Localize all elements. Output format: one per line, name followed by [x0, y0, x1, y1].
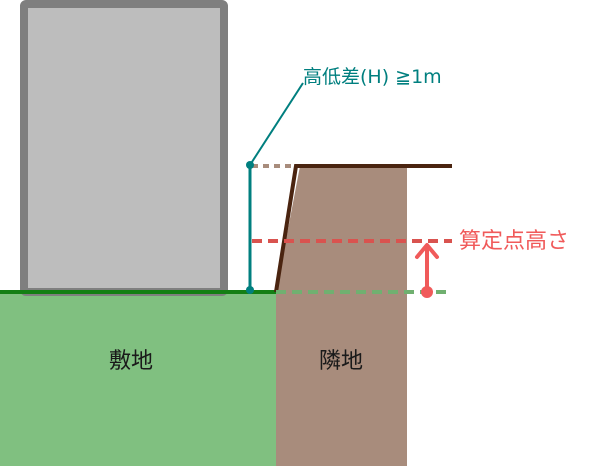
- neighbor-label: 隣地: [319, 349, 363, 374]
- retaining-wall-line: [274, 164, 452, 293]
- calc-point-dot: [421, 286, 433, 298]
- up-arrow-icon: [415, 243, 439, 259]
- height-difference-label: 高低差(H) ≧1m: [303, 66, 442, 88]
- leader-line: [249, 82, 304, 166]
- site-label: 敷地: [109, 349, 153, 374]
- site-ground: [0, 292, 276, 466]
- calc-height-label: 算定点高さ: [459, 229, 569, 254]
- dimension-bottom-dot: [246, 286, 254, 294]
- building: [20, 0, 228, 296]
- neighbor-ground: [276, 166, 407, 466]
